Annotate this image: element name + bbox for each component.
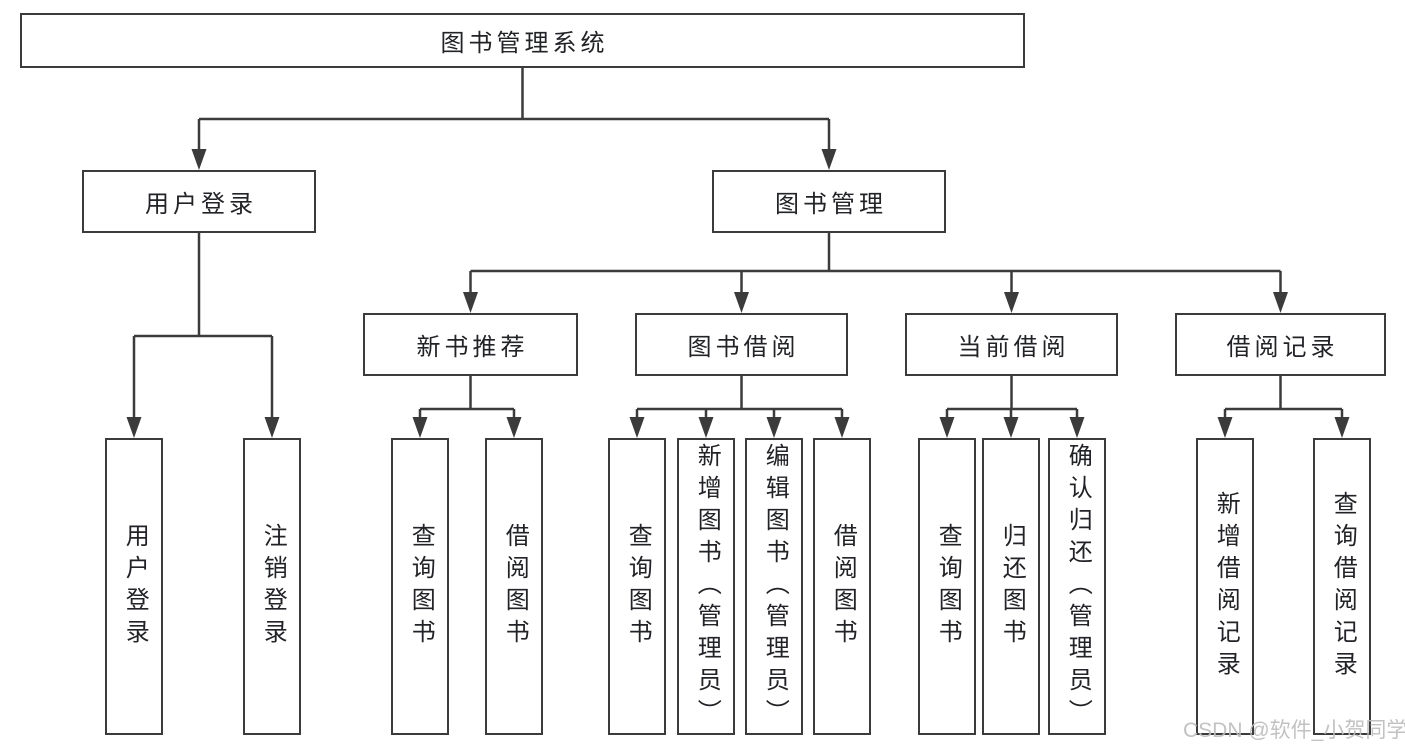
leaf-logout: 注销登录 (243, 438, 301, 735)
leaf-label: 查询图书 (407, 522, 435, 651)
leaf-query-books-recommend: 查询图书 (391, 438, 449, 735)
leaf-borrow-books: 借阅图书 (813, 438, 871, 735)
leaf-query-books-borrow: 查询图书 (608, 438, 666, 735)
node-root: 图书管理系统 (20, 13, 1025, 68)
leaf-label: 查询图书 (934, 522, 962, 651)
node-book-mgmt-branch: 图书管理 (712, 170, 946, 233)
leaf-label: 用户登录 (121, 522, 149, 651)
leaf-edit-books-admin: 编辑图书（管理员） (745, 438, 803, 735)
node-new-book-recommend: 新书推荐 (363, 313, 578, 376)
leaf-label: 新增图书（管理员） (693, 442, 721, 731)
leaf-label: 查询借阅记录 (1329, 490, 1357, 683)
leaf-query-books-current: 查询图书 (918, 438, 976, 735)
node-borrow-records: 借阅记录 (1175, 313, 1386, 376)
node-current-borrow: 当前借阅 (905, 313, 1118, 376)
leaf-return-books: 归还图书 (982, 438, 1040, 735)
csdn-watermark: CSDN @软件_小贺同学 (1183, 719, 1405, 742)
node-user-login-branch: 用户登录 (82, 170, 316, 233)
leaf-add-books-admin: 新增图书（管理员） (677, 438, 735, 735)
node-book-borrow: 图书借阅 (635, 313, 848, 376)
leaf-label: 新增借阅记录 (1212, 490, 1240, 683)
leaf-label: 确认归还（管理员） (1064, 442, 1092, 731)
leaf-label: 编辑图书（管理员） (761, 442, 789, 731)
leaf-label: 注销登录 (259, 522, 287, 651)
leaf-label: 归还图书 (998, 522, 1026, 651)
leaf-label: 借阅图书 (501, 522, 529, 651)
leaf-confirm-return-admin: 确认归还（管理员） (1048, 438, 1106, 735)
leaf-add-borrow-record: 新增借阅记录 (1196, 438, 1254, 735)
leaf-label: 借阅图书 (829, 522, 857, 651)
leaf-query-borrow-record: 查询借阅记录 (1313, 438, 1371, 735)
leaf-label: 查询图书 (624, 522, 652, 651)
leaf-user-login: 用户登录 (105, 438, 163, 735)
leaf-borrow-books-recommend: 借阅图书 (485, 438, 543, 735)
